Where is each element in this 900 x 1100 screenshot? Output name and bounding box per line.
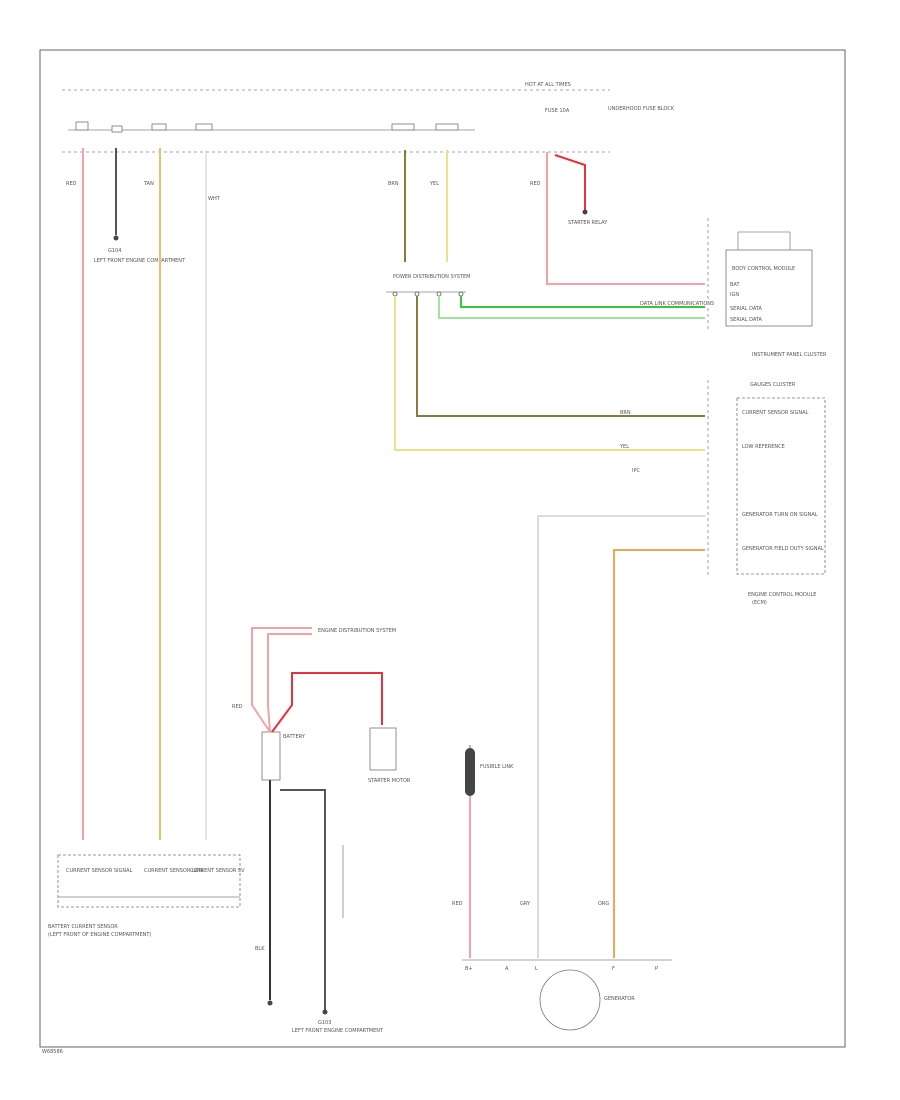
- fuse-4: [195, 123, 213, 131]
- wire-lightgreen-serial: [438, 296, 705, 319]
- wire-brn-label: BRN: [388, 181, 399, 187]
- sensor-pin-b: CURRENT SENSOR LOW: [144, 868, 203, 874]
- ecm-pin-4: GENERATOR FIELD DUTY SIGNAL: [742, 546, 824, 552]
- starter-relay-label: STARTER RELAY: [568, 220, 608, 226]
- wire-blk-label: BLK: [255, 946, 265, 952]
- starter-motor: [369, 727, 397, 771]
- battery-current-sensor-sub: (LEFT FRONT OF ENGINE COMPARTMENT): [48, 932, 151, 938]
- wire-red-bcm: [546, 152, 705, 285]
- diagram-frame: [39, 49, 846, 1048]
- pd-pin-1: [392, 291, 398, 297]
- hot-at-all-times-label: HOT AT ALL TIMES: [525, 82, 571, 88]
- ipc-label: IPC: [632, 468, 640, 474]
- wire-red-fusible-label: RED: [452, 901, 463, 907]
- starter-motor-label: STARTER MOTOR: [368, 778, 411, 784]
- gen-pin-p: P: [655, 966, 658, 972]
- wire-yel-ecm-label: YEL: [619, 444, 629, 450]
- battery-cable-fork-1: [251, 627, 312, 733]
- gen-pin-a: A: [505, 966, 509, 972]
- wire-red-starter-relay: [554, 154, 586, 210]
- bcm-pin-4: SERIAL DATA: [730, 317, 763, 323]
- power-distribution-label: POWER DISTRIBUTION SYSTEM: [393, 274, 470, 280]
- wire-brn-ecm-label: BRN: [620, 410, 631, 416]
- battery-cable-starter: [271, 672, 383, 733]
- fuse-10a-label: FUSE 10A: [545, 108, 570, 114]
- wire-org-label: ORG: [598, 901, 609, 907]
- ecm-label: ENGINE CONTROL MODULE: [748, 592, 816, 598]
- bcm-pin-2: IGN: [730, 292, 739, 298]
- ground-node-battery: [267, 1000, 273, 1006]
- ecm-note: (ECM): [752, 600, 767, 606]
- battery-current-sensor-box: [57, 854, 241, 908]
- wire-red-bcm-label: RED: [530, 181, 541, 187]
- battery-current-sensor-label: BATTERY CURRENT SENSOR: [48, 924, 118, 930]
- generator-label: GENERATOR: [604, 996, 635, 1002]
- ground-g104-label: G104: [108, 248, 121, 254]
- sensor-pin-a: CURRENT SENSOR SIGNAL: [66, 868, 133, 874]
- ecm-pin-1: CURRENT SENSOR SIGNAL: [742, 410, 809, 416]
- bcm-top-wire: [737, 231, 791, 250]
- ground-g103-desc: LEFT FRONT ENGINE COMPARTMENT: [292, 1028, 384, 1034]
- battery: [261, 731, 281, 781]
- pd-pin-3: [436, 291, 442, 297]
- ground-node-g103: [322, 1009, 328, 1015]
- gen-pin-f: F: [612, 966, 615, 972]
- bcm-label: BODY CONTROL MODULE: [732, 266, 795, 272]
- starter-relay-node: [582, 209, 588, 215]
- fuse-2: [111, 125, 123, 133]
- data-link-label: DATA LINK COMMUNICATIONS: [640, 301, 714, 307]
- bcm-pin-1: BAT: [730, 282, 740, 288]
- wire-tan-left-label: TAN: [143, 181, 154, 187]
- battery-label: BATTERY: [283, 734, 306, 740]
- gen-pin-l: L: [535, 966, 538, 972]
- generator: [539, 969, 601, 1031]
- fuse-3: [151, 123, 167, 131]
- engine-distribution-label: ENGINE DISTRIBUTION SYSTEM: [318, 628, 396, 634]
- pd-pin-2: [414, 291, 420, 297]
- wire-battery-ground-branch: [280, 789, 326, 1010]
- ecm-pin-3: GENERATOR TURN ON SIGNAL: [742, 512, 818, 518]
- wire-green-serial: [460, 296, 705, 308]
- fuse-1: [75, 121, 89, 131]
- pd-pin-4: [458, 291, 464, 297]
- instrument-cluster-label: INSTRUMENT PANEL CLUSTER: [752, 352, 827, 358]
- gen-pin-b: B+: [465, 966, 473, 972]
- ground-node-top: [113, 235, 119, 241]
- fusible-link-label: FUSIBLE LINK: [480, 764, 514, 770]
- sensor-pin-c: CURRENT SENSOR 5V: [190, 868, 245, 874]
- wire-red-battery-label: RED: [232, 704, 243, 710]
- wire-yel-label: YEL: [429, 181, 439, 187]
- underhood-fuse-label: UNDERHOOD FUSE BLOCK: [608, 106, 675, 112]
- ground-g104-desc: LEFT FRONT ENGINE COMPARTMENT: [94, 258, 186, 264]
- ground-g103-label: G103: [318, 1020, 331, 1026]
- wire-white-left-label: WHT: [208, 196, 221, 202]
- wire-orange-generator: [613, 549, 705, 958]
- wire-olive-ecm: [416, 296, 705, 417]
- battery-cable-fork-2: [267, 633, 312, 733]
- wire-yellow-ecm: [394, 296, 705, 451]
- gauges-cluster-label: GAUGES CLUSTER: [750, 382, 796, 388]
- wire-red-left-label: RED: [66, 181, 77, 187]
- fuse-5: [391, 123, 415, 131]
- wire-gry-label: GRY: [520, 901, 531, 907]
- footer-code: W68586: [42, 1049, 63, 1055]
- bcm-box: [725, 249, 813, 327]
- fuse-6: [435, 123, 459, 131]
- fusible-link: [465, 748, 475, 796]
- ecm-box: [736, 397, 826, 575]
- bcm-pin-3: SERIAL DATA: [730, 306, 763, 312]
- wire-gray-generator: [537, 515, 705, 958]
- ecm-pin-2: LOW REFERENCE: [742, 444, 785, 450]
